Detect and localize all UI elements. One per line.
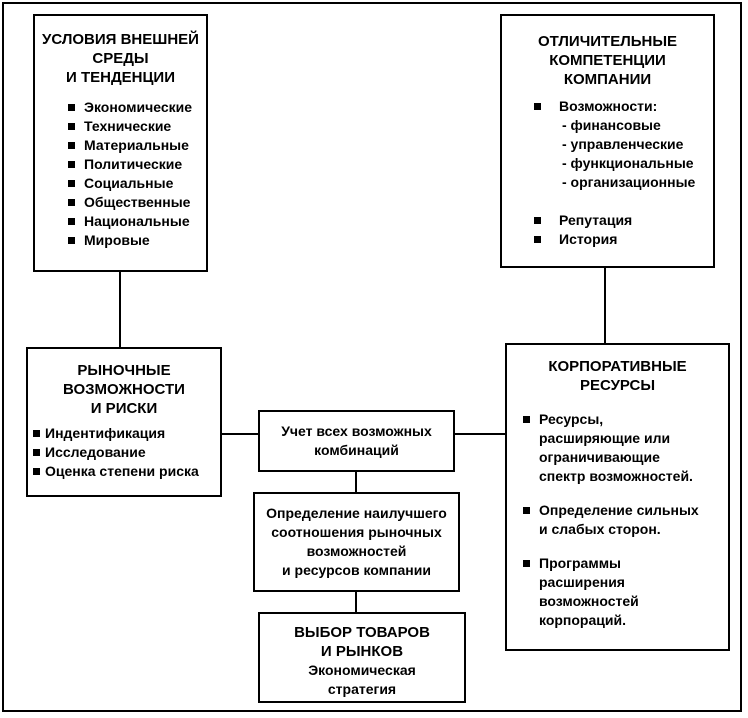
competencies-title-line: ОТЛИЧИТЕЛЬНЫЕ	[537, 33, 678, 50]
market-box: РЫНОЧНЫЕ ВОЗМОЖНОСТИ И РИСКИ Индентифика…	[26, 347, 222, 497]
resources-bullet-line: и слабых сторон.	[539, 521, 661, 537]
choice-subtitle-line: Экономическая	[308, 662, 416, 678]
environment-item: Экономические	[68, 98, 206, 117]
corporate-resources-box: КОРПОРАТИВНЫЕ РЕСУРСЫ Ресурсы, расширяющ…	[505, 343, 730, 651]
bullet-square	[523, 560, 530, 567]
choice-subtitle-line: стратегия	[327, 681, 397, 697]
resources-title: КОРПОРАТИВНЫЕ РЕСУРСЫ	[507, 357, 728, 395]
resources-bullet-line: спектр возможностей.	[539, 468, 693, 484]
combinations-text: Учет всех возможных комбинаций	[260, 422, 453, 460]
choice-title-line: И РЫНКОВ	[320, 643, 404, 660]
environment-item: Технические	[68, 117, 206, 136]
market-title-line: РЫНОЧНЫЕ	[77, 362, 171, 379]
environment-title-line: И ТЕНДЕНЦИИ	[66, 69, 175, 86]
best-ratio-line: и ресурсов компании	[282, 562, 431, 578]
market-item: Оценка степени риска	[33, 462, 220, 481]
resources-bullet: Программы расширения возможностей корпор…	[523, 554, 728, 630]
market-title-line: И РИСКИ	[90, 400, 158, 417]
resources-title-line: КОРПОРАТИВНЫЕ	[548, 358, 687, 375]
environment-item: Национальные	[68, 212, 206, 231]
market-title-line: ВОЗМОЖНОСТИ	[63, 381, 185, 398]
market-title: РЫНОЧНЫЕ ВОЗМОЖНОСТИ И РИСКИ	[28, 361, 220, 418]
resources-bullet: Ресурсы, расширяющие или ограничивающие …	[523, 410, 728, 486]
possibility-item: - организационные	[562, 174, 696, 190]
environment-list: Экономические Технические Материальные П…	[68, 98, 206, 250]
environment-title-line: СРЕДЫ	[92, 50, 149, 67]
possibility-item: - финансовые	[562, 117, 661, 133]
resources-bullet-line: ограничивающие	[539, 449, 660, 465]
possibility-item: - функциональные	[562, 155, 694, 171]
best-ratio-line: Определение наилучшего	[266, 505, 447, 521]
environment-item: Социальные	[68, 174, 206, 193]
bullet-square	[523, 416, 530, 423]
bullet-square	[523, 507, 530, 514]
competencies-title-line: КОМПАНИИ	[563, 71, 652, 88]
combinations-line: Учет всех возможных	[281, 423, 432, 439]
resources-bullet-line: Ресурсы,	[539, 411, 604, 427]
environment-box: УСЛОВИЯ ВНЕШНЕЙ СРЕДЫ И ТЕНДЕНЦИИ Эконом…	[33, 14, 208, 272]
best-ratio-line: возможностей	[306, 543, 407, 559]
resources-bullet-line: Программы	[539, 555, 622, 571]
competencies-list: Репутация История	[534, 211, 713, 249]
competencies-item: Репутация	[534, 211, 713, 230]
possibility-item: - управленческие	[562, 136, 684, 152]
competencies-title: ОТЛИЧИТЕЛЬНЫЕ КОМПЕТЕНЦИИ КОМПАНИИ	[502, 32, 713, 89]
environment-item: Мировые	[68, 231, 206, 250]
resources-bullet-line: возможностей	[539, 593, 639, 609]
environment-title: УСЛОВИЯ ВНЕШНЕЙ СРЕДЫ И ТЕНДЕНЦИИ	[35, 30, 206, 87]
competencies-possibilities-list: Возможности:	[534, 97, 713, 116]
competencies-item: История	[534, 230, 713, 249]
resources-bullet-line: Определение сильных	[539, 502, 699, 518]
environment-item: Материальные	[68, 136, 206, 155]
product-market-choice-box: ВЫБОР ТОВАРОВ И РЫНКОВ Экономическая стр…	[258, 612, 466, 703]
resources-bullet-line: расширяющие или	[539, 430, 671, 446]
environment-item: Общественные	[68, 193, 206, 212]
environment-item: Политические	[68, 155, 206, 174]
combinations-line: комбинаций	[314, 442, 399, 458]
combinations-box: Учет всех возможных комбинаций	[258, 410, 455, 472]
market-item: Исследование	[33, 443, 220, 462]
resources-title-line: РЕСУРСЫ	[579, 377, 656, 394]
competencies-possibilities-label: Возможности:	[534, 97, 713, 116]
competencies-box: ОТЛИЧИТЕЛЬНЫЕ КОМПЕТЕНЦИИ КОМПАНИИ Возмо…	[500, 14, 715, 268]
resources-bullet-line: расширения	[539, 574, 625, 590]
competencies-title-line: КОМПЕТЕНЦИИ	[549, 52, 666, 69]
environment-title-line: УСЛОВИЯ ВНЕШНЕЙ	[42, 31, 199, 48]
choice-title: ВЫБОР ТОВАРОВ И РЫНКОВ	[260, 623, 464, 661]
resources-bullet: Определение сильных и слабых сторон.	[523, 501, 728, 539]
choice-title-line: ВЫБОР ТОВАРОВ	[294, 624, 430, 641]
diagram-frame	[2, 2, 742, 712]
best-ratio-line: соотношения рыночных	[271, 524, 442, 540]
resources-bullet-line: корпораций.	[539, 612, 626, 628]
best-ratio-box: Определение наилучшего соотношения рыноч…	[253, 492, 460, 592]
competencies-possibilities-sublist: - финансовые - управленческие - функцион…	[562, 116, 713, 192]
market-item: Индентификация	[33, 424, 220, 443]
market-list: Индентификация Исследование Оценка степе…	[33, 424, 220, 481]
choice-subtitle: Экономическая стратегия	[260, 661, 464, 699]
best-ratio-text: Определение наилучшего соотношения рыноч…	[255, 504, 458, 580]
